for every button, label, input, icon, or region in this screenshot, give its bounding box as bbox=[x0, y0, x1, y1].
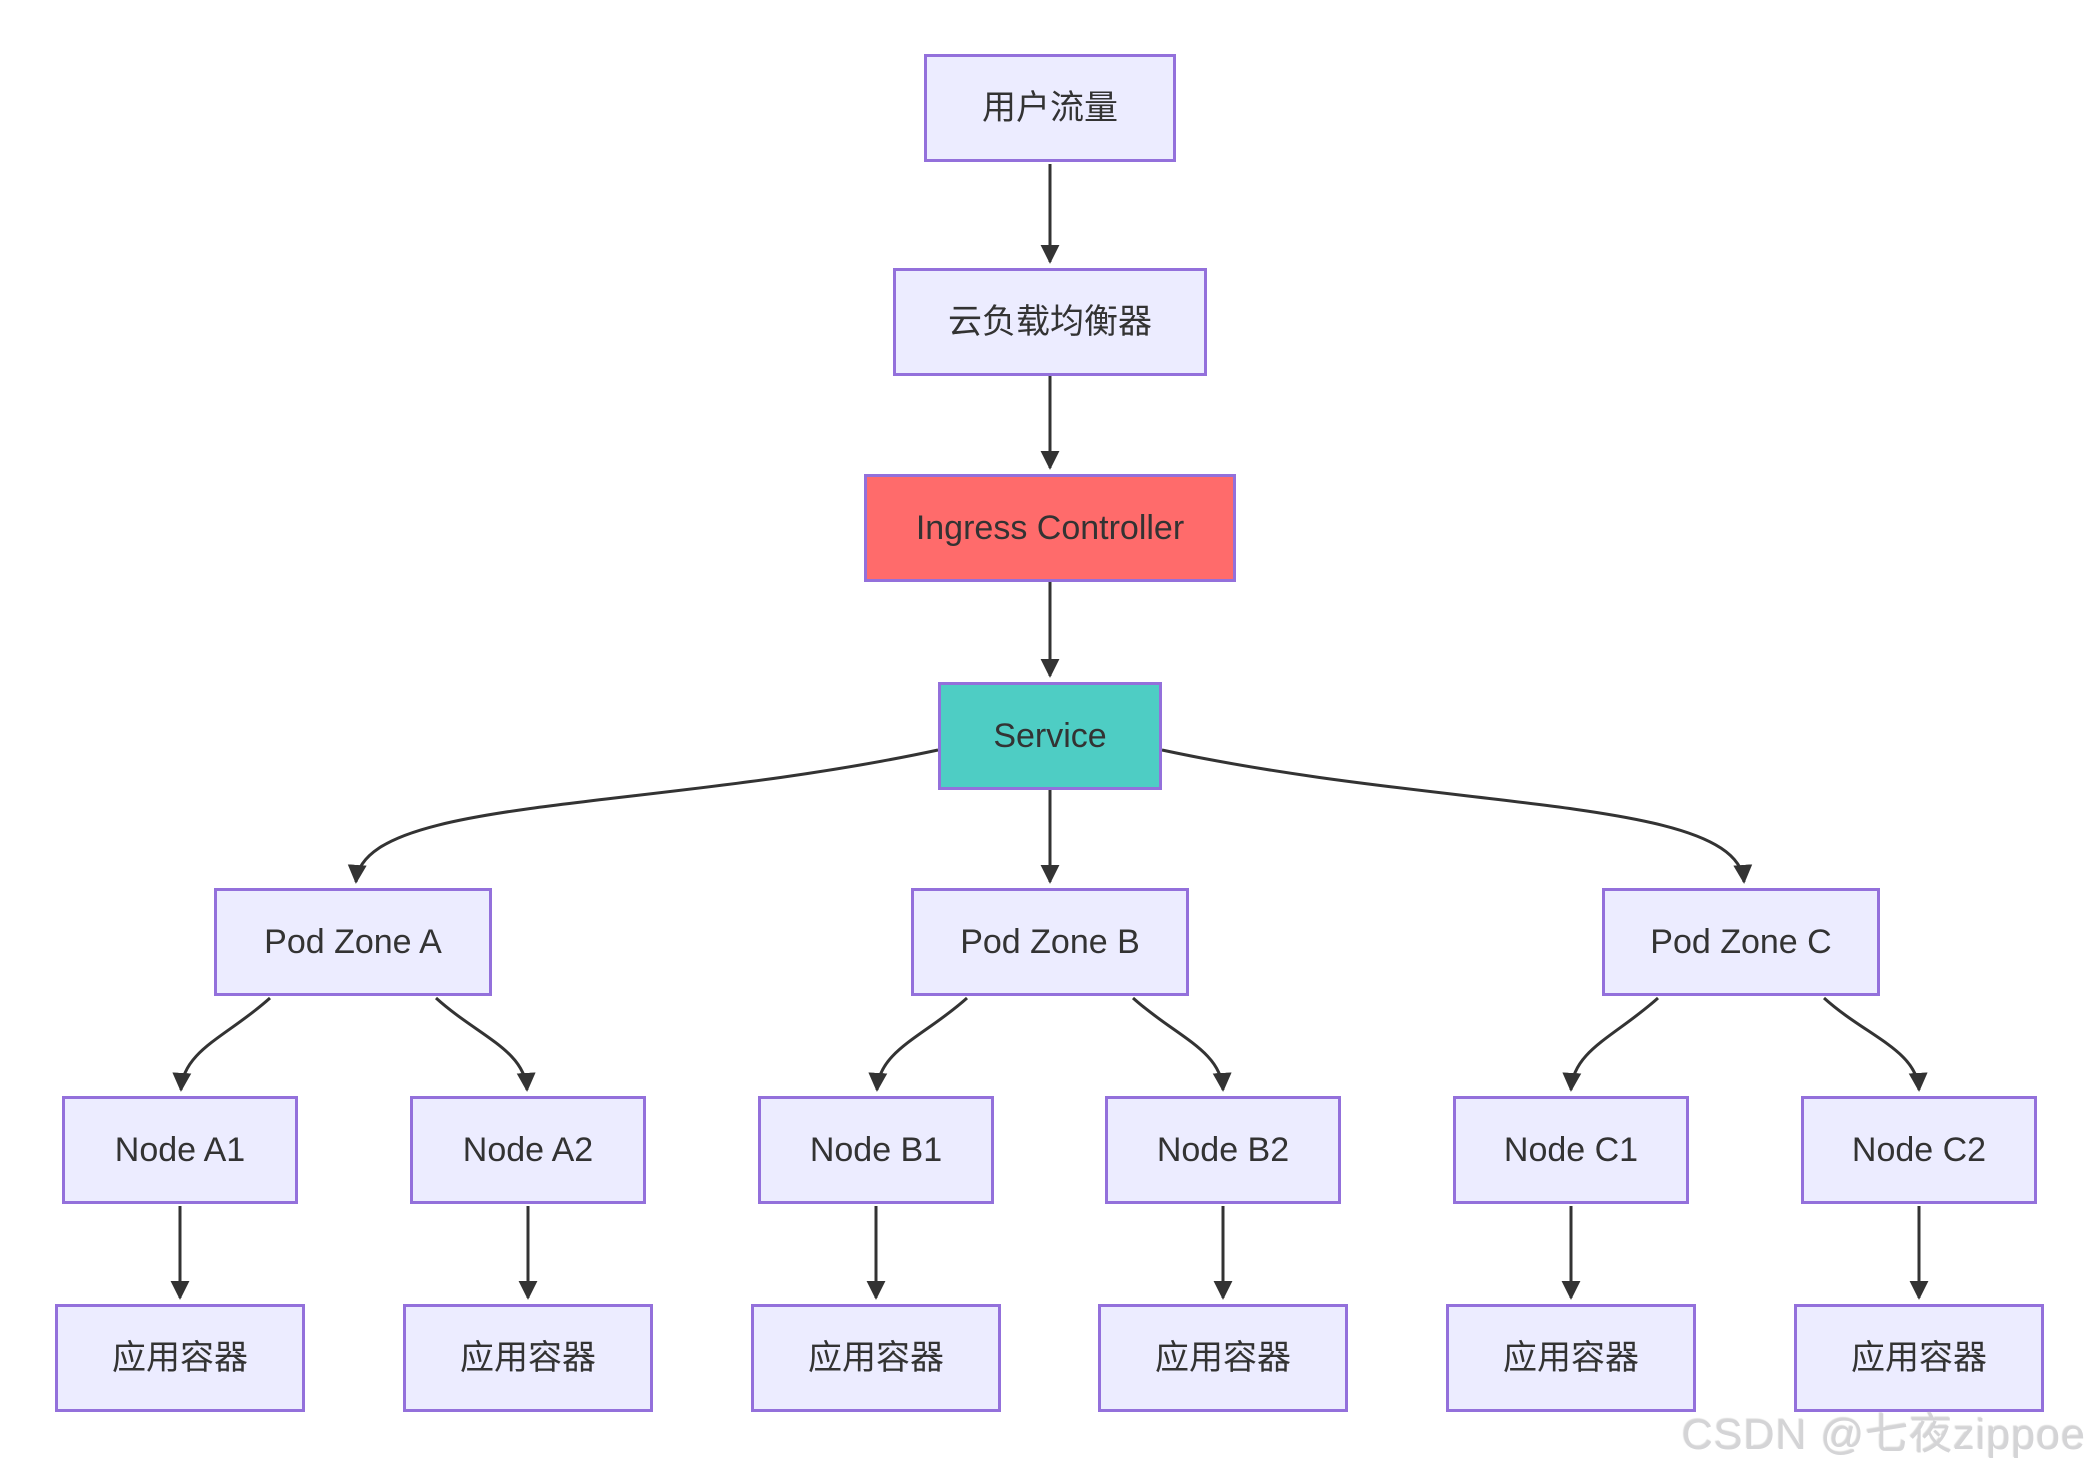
node-app-container-b1-label: 应用容器 bbox=[808, 1338, 944, 1377]
node-app-container-a1-label: 应用容器 bbox=[112, 1338, 248, 1377]
edge-zone-a-to-node-a2 bbox=[434, 996, 536, 1092]
node-user-traffic-label: 用户流量 bbox=[982, 88, 1118, 127]
edge-service-to-zone-a bbox=[347, 748, 939, 884]
node-service: Service bbox=[938, 682, 1162, 790]
node-b2-label: Node B2 bbox=[1156, 1130, 1290, 1169]
node-ingress-controller-label: Ingress Controller bbox=[915, 508, 1185, 547]
node-a2-label: Node A2 bbox=[462, 1130, 594, 1169]
node-app-container-c1: 应用容器 bbox=[1446, 1304, 1696, 1412]
edge-zone-c-to-node-c1 bbox=[1562, 996, 1660, 1092]
node-c1-label: Node C1 bbox=[1503, 1130, 1639, 1169]
node-a2: Node A2 bbox=[410, 1096, 646, 1204]
node-c1: Node C1 bbox=[1453, 1096, 1689, 1204]
node-app-container-b1: 应用容器 bbox=[751, 1304, 1001, 1412]
node-app-container-a2-label: 应用容器 bbox=[460, 1338, 596, 1377]
node-b1-label: Node B1 bbox=[809, 1130, 943, 1169]
edge-zone-b-to-node-b2 bbox=[1131, 996, 1232, 1092]
node-b2: Node B2 bbox=[1105, 1096, 1341, 1204]
node-app-container-c2-label: 应用容器 bbox=[1851, 1338, 1987, 1377]
node-ingress-controller: Ingress Controller bbox=[864, 474, 1236, 582]
node-service-label: Service bbox=[993, 716, 1107, 755]
edge-zone-b-to-node-b1 bbox=[868, 996, 969, 1092]
node-a1: Node A1 bbox=[62, 1096, 298, 1204]
node-app-container-c2: 应用容器 bbox=[1794, 1304, 2044, 1412]
node-app-container-a2: 应用容器 bbox=[403, 1304, 653, 1412]
node-pod-zone-b: Pod Zone B bbox=[911, 888, 1189, 996]
node-c2: Node C2 bbox=[1801, 1096, 2037, 1204]
node-c2-label: Node C2 bbox=[1851, 1130, 1987, 1169]
edge-service-to-zone-c bbox=[1161, 748, 1753, 884]
edge-zone-a-to-node-a1 bbox=[172, 996, 272, 1092]
node-app-container-b2-label: 应用容器 bbox=[1155, 1338, 1291, 1377]
node-pod-zone-c-label: Pod Zone C bbox=[1650, 922, 1832, 961]
node-b1: Node B1 bbox=[758, 1096, 994, 1204]
edge-zone-c-to-node-c2 bbox=[1822, 996, 1928, 1092]
node-pod-zone-c: Pod Zone C bbox=[1602, 888, 1880, 996]
node-pod-zone-a-label: Pod Zone A bbox=[264, 922, 442, 961]
node-pod-zone-b-label: Pod Zone B bbox=[960, 922, 1140, 961]
node-cloud-load-balancer: 云负载均衡器 bbox=[893, 268, 1207, 376]
node-app-container-c1-label: 应用容器 bbox=[1503, 1338, 1639, 1377]
node-pod-zone-a: Pod Zone A bbox=[214, 888, 492, 996]
node-app-container-b2: 应用容器 bbox=[1098, 1304, 1348, 1412]
node-app-container-a1: 应用容器 bbox=[55, 1304, 305, 1412]
node-a1-label: Node A1 bbox=[114, 1130, 246, 1169]
node-cloud-load-balancer-label: 云负载均衡器 bbox=[948, 302, 1152, 341]
node-user-traffic: 用户流量 bbox=[924, 54, 1176, 162]
watermark: CSDN @七夜zippoe bbox=[1681, 1411, 2086, 1459]
